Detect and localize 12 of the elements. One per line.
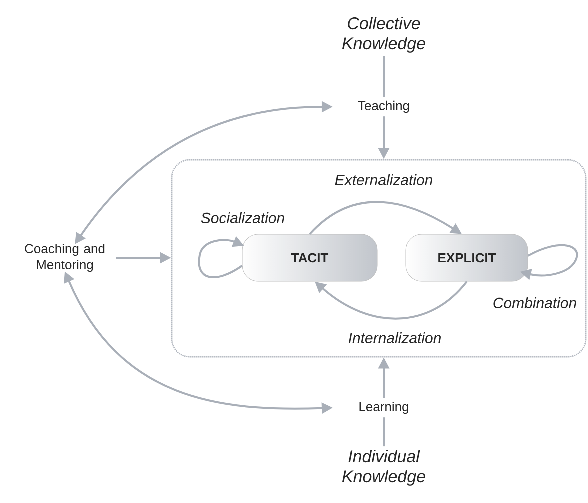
dashed-frame [171,159,587,358]
concept-pill: EXPLICIT [406,234,528,282]
edge-label: Socialization [200,212,286,224]
heading-text: Collective Knowledge [342,17,426,53]
edge-label: Combination [492,296,578,310]
heading-text: Individual Knowledge [342,450,426,486]
label-text: Learning [360,402,408,414]
concept-pill: TACIT [242,234,378,282]
label-text: Coaching and Mentoring [25,244,105,272]
edge-label: Internalization [347,332,443,344]
edge-label: Externalization [334,174,434,186]
label-text: Teaching [358,100,410,114]
